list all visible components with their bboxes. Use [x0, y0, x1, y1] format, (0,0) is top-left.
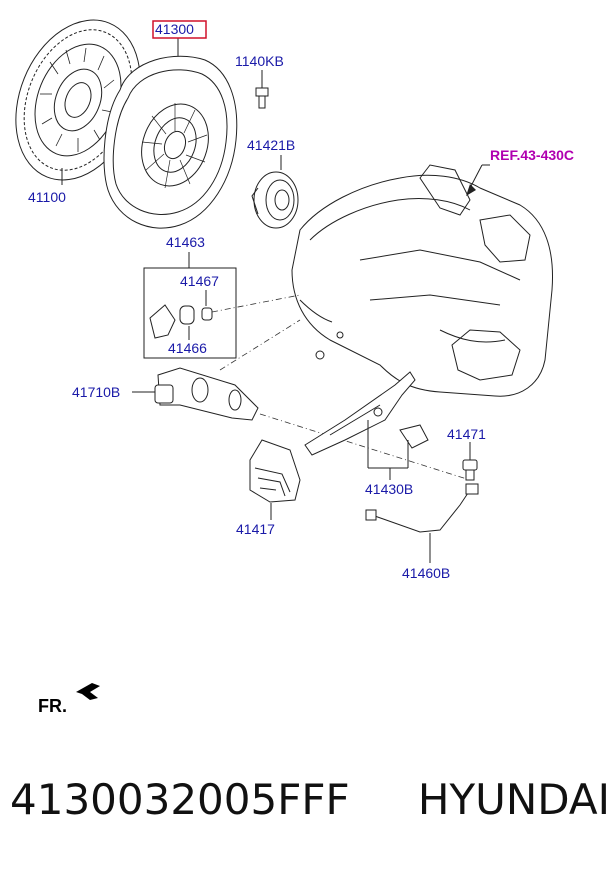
label-41710b: 41710B: [72, 384, 120, 400]
part-number: 4130032005FFF: [10, 775, 350, 824]
label-41466: 41466: [168, 340, 207, 356]
label-41467: 41467: [180, 273, 219, 289]
label-41430b: 41430B: [365, 481, 413, 497]
label-ref: REF.43-430C: [490, 147, 574, 163]
label-41417: 41417: [236, 521, 275, 537]
slave-cylinder: [132, 319, 471, 481]
transmission-housing: [291, 164, 553, 397]
dust-boot: [249, 439, 301, 520]
bracket-group: [143, 252, 301, 359]
label-41100: 41100: [28, 189, 66, 205]
label-1140kb: 1140KB: [235, 53, 284, 69]
clutch-hose: [365, 483, 479, 563]
label-41300: 41300: [155, 21, 194, 37]
fitting: [462, 442, 478, 481]
bolt: [255, 70, 269, 109]
label-41463: 41463: [166, 234, 205, 250]
release-fork: [304, 371, 429, 480]
release-bearing: [251, 155, 299, 229]
label-41471: 41471: [447, 426, 486, 442]
front-direction-marker: FR.: [38, 683, 100, 716]
caption: 4130032005FFF HYUNDAI: [10, 775, 610, 839]
label-41460b: 41460B: [402, 565, 450, 581]
label-41421b: 41421B: [247, 137, 295, 153]
highlight-box: [152, 20, 207, 39]
clutch-cover: [103, 20, 238, 229]
front-label: FR.: [38, 696, 67, 716]
brand-name: HYUNDAI: [417, 775, 610, 824]
